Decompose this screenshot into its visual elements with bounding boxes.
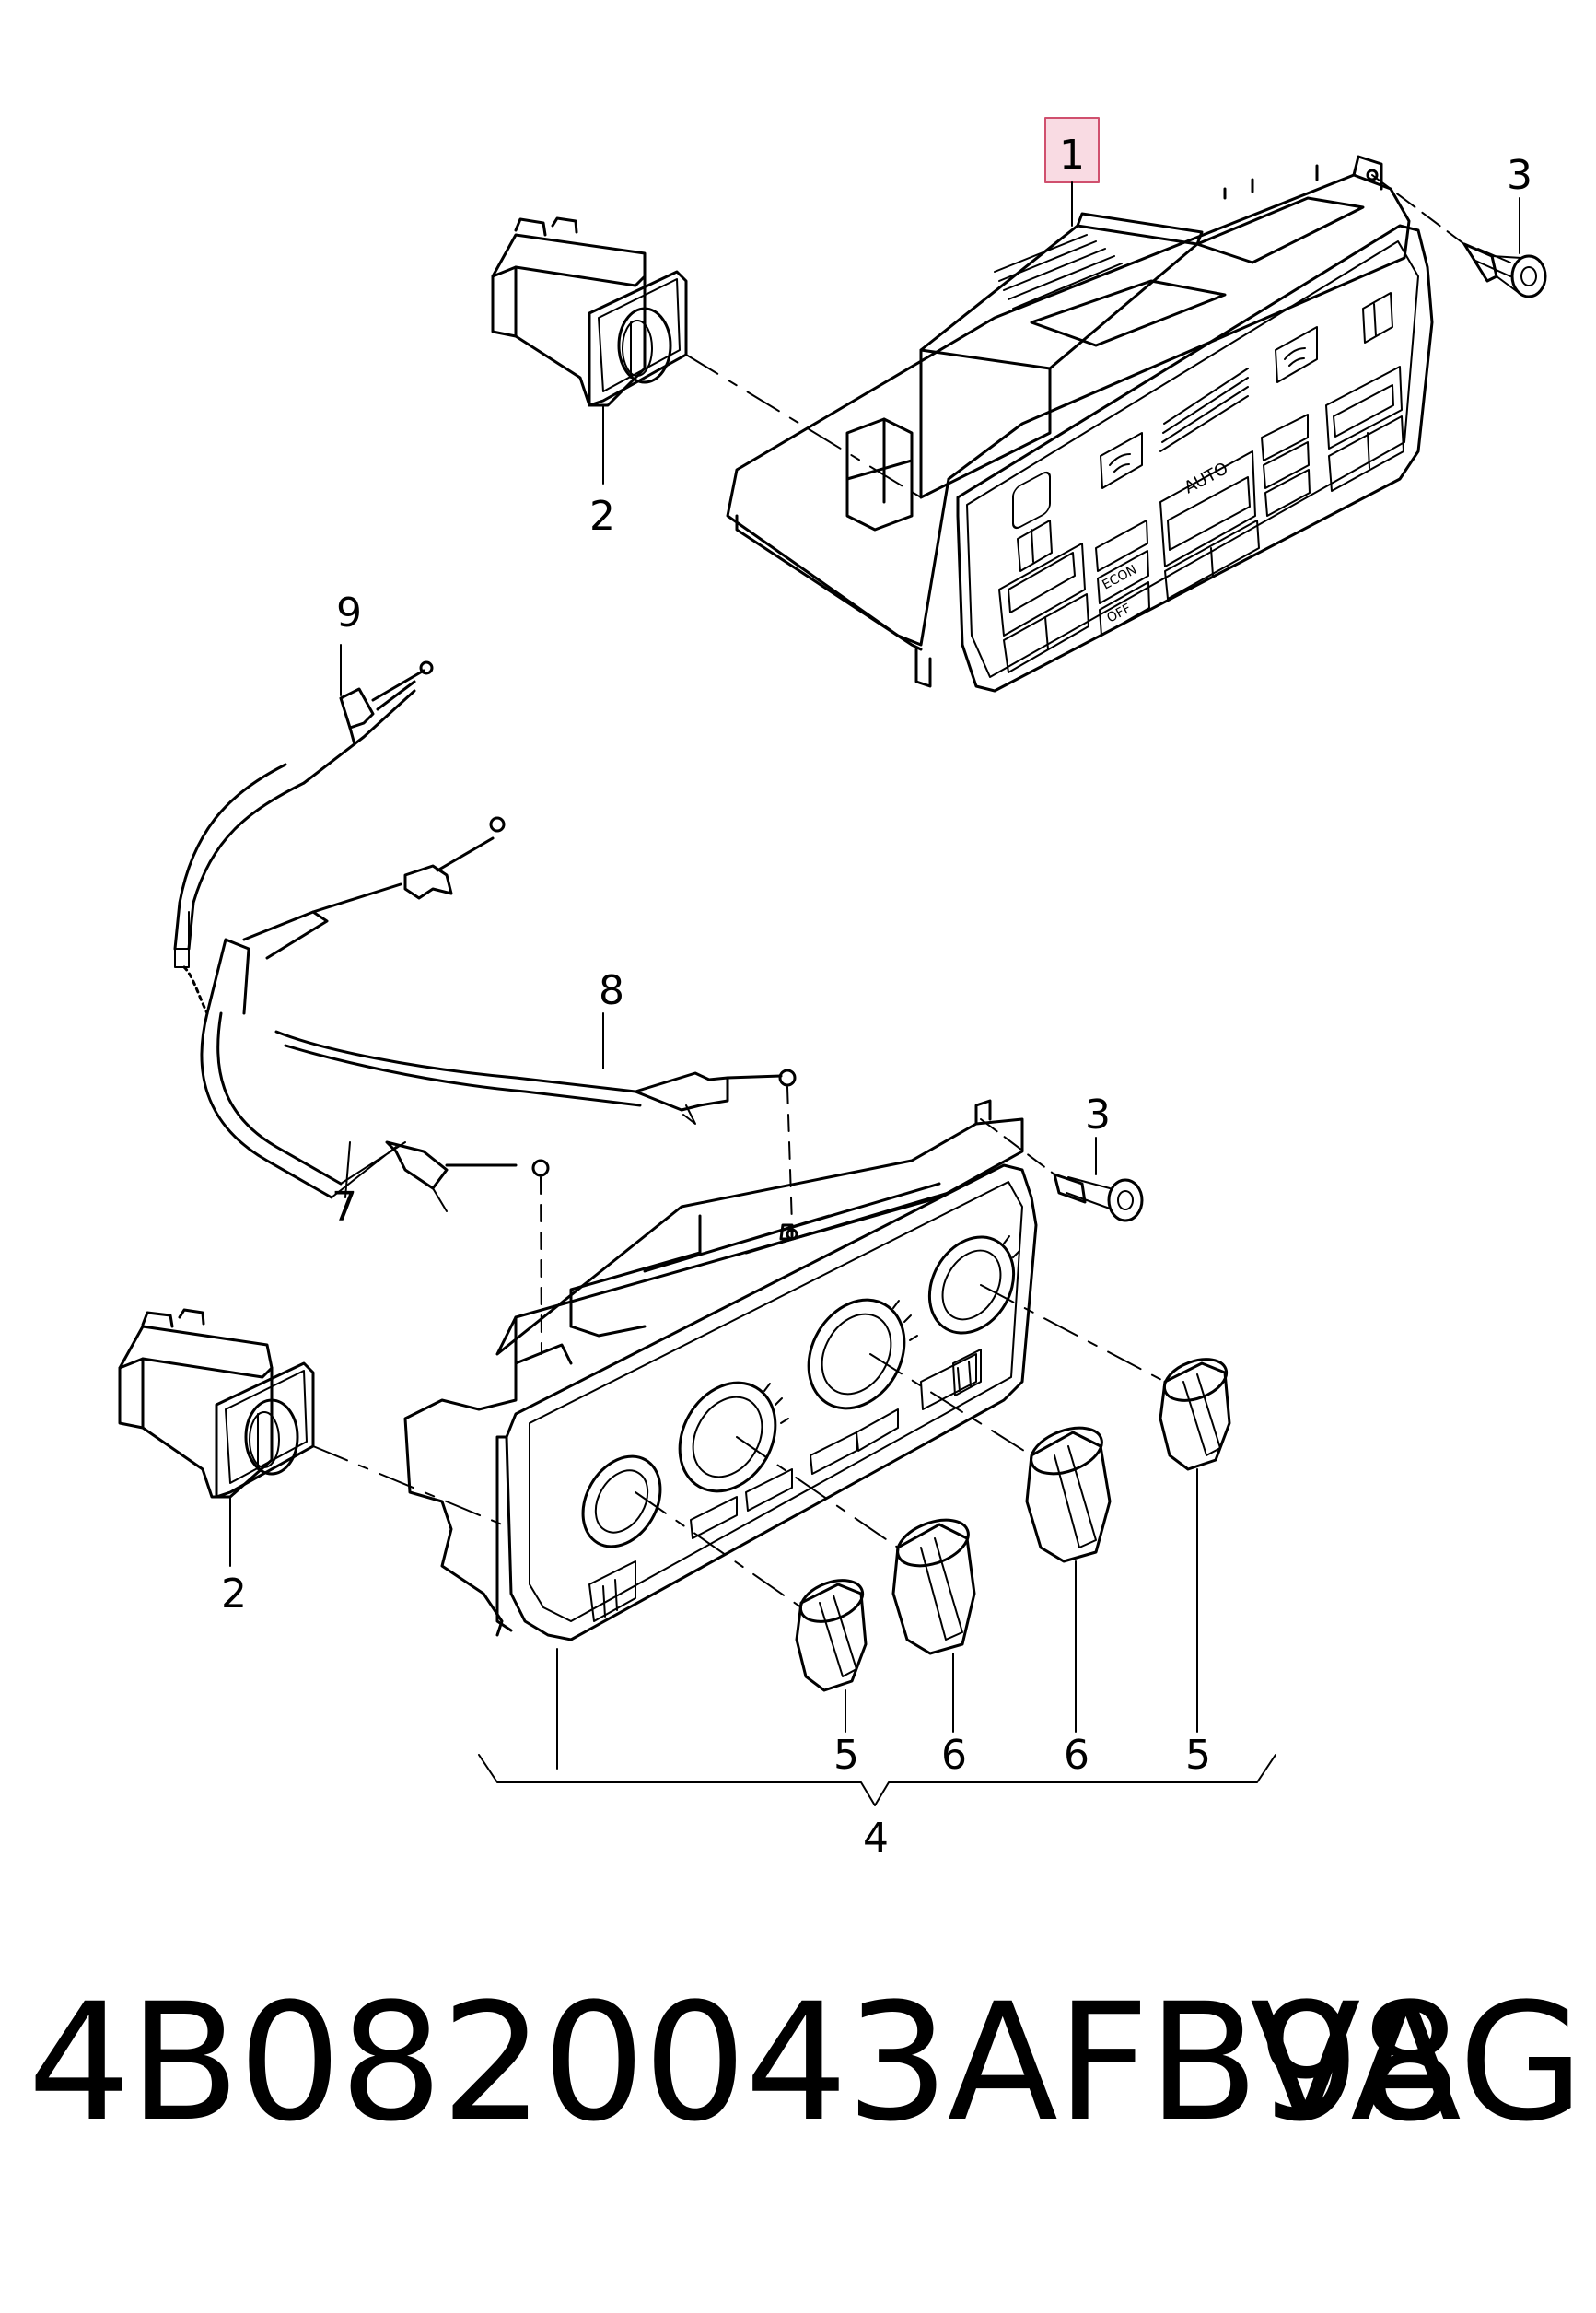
callout-3-bottom: 3 <box>1085 1092 1111 1139</box>
climate-control-unit <box>726 155 1434 693</box>
callout-7: 7 <box>332 1184 357 1231</box>
switch-top <box>491 216 688 407</box>
callout-2-bottom: 2 <box>221 1571 247 1618</box>
rotary-knob-5-left <box>795 1579 868 1692</box>
callout-5-left: 5 <box>833 1732 859 1779</box>
heater-control-panel <box>403 1099 1038 1641</box>
callout-6-right: 6 <box>1064 1732 1089 1779</box>
switch-bottom <box>118 1308 315 1499</box>
cable-7 <box>200 816 550 1212</box>
callout-8: 8 <box>599 967 624 1014</box>
screw-bottom <box>1053 1173 1144 1222</box>
callout-1: 1 <box>1059 132 1085 179</box>
rotary-knob-6-right <box>1025 1426 1112 1563</box>
auto-button-label: AUTO <box>1181 459 1231 497</box>
callouts: 1 2 3 9 8 7 3 2 5 6 6 5 4 <box>221 117 1532 1862</box>
rotary-knob-6-left <box>891 1518 976 1655</box>
callout-9: 9 <box>336 590 362 637</box>
footer: 4B0820043AFB98 VAG <box>28 1971 1584 2155</box>
callout-5-right: 5 <box>1185 1732 1211 1779</box>
part-number: 4B0820043AFB98 <box>28 1968 1462 2157</box>
callout-3-top: 3 <box>1507 152 1532 199</box>
cable-9 <box>173 644 434 1015</box>
cable-8 <box>274 1012 797 1125</box>
rotary-knob-5-right <box>1159 1358 1231 1471</box>
highlight-box <box>1044 117 1100 183</box>
brand-label: VAG <box>1250 1968 1584 2157</box>
callout-4: 4 <box>863 1815 889 1862</box>
callout-2-top: 2 <box>589 493 615 540</box>
screw-top <box>1462 242 1547 298</box>
callout-6-left: 6 <box>941 1732 967 1779</box>
